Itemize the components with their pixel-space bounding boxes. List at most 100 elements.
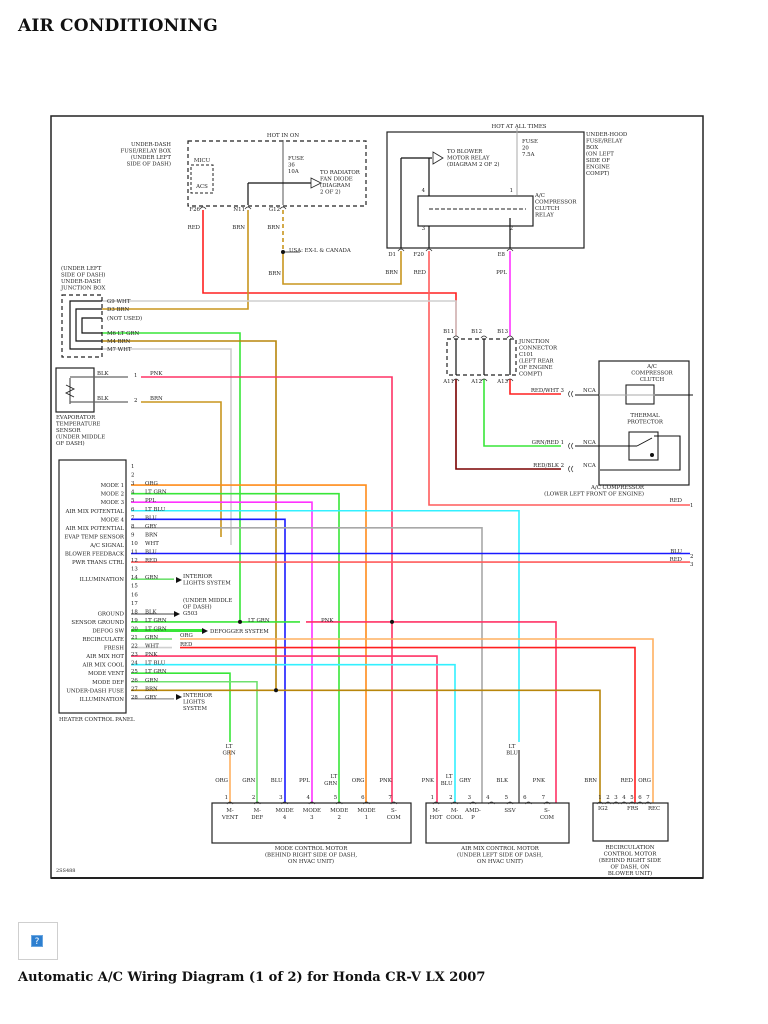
thermal-dot <box>650 453 654 457</box>
defogger-label: DEFOGGER SYSTEM <box>210 629 269 635</box>
heater-pin-wire: WHT <box>145 541 159 547</box>
mode-control-motor-wire-label: LT <box>330 774 337 780</box>
defogger-arrow-icon <box>202 628 208 634</box>
recirculation-motor-label: CONTROL MOTOR <box>604 852 658 858</box>
components-layer <box>55 128 693 844</box>
air-mix-control-motor-pin-num: 3 <box>468 795 472 801</box>
air-mix-control-motor-pin <box>525 801 532 805</box>
heater-pin-num: 24 <box>131 661 138 667</box>
air-mix-control-motor-pin-func: AMD- <box>464 808 481 814</box>
heater-pin-func: MODE DEF <box>92 680 124 686</box>
heater-pin-num: 9 <box>131 532 135 538</box>
heater-pin-wire: GRY <box>145 695 157 701</box>
wires-layer <box>102 210 690 803</box>
junction-connector-label: COMPT) <box>519 371 542 378</box>
junction-pin-label: M4 BRN <box>107 339 131 345</box>
heater-pin-num: 10 <box>131 541 138 547</box>
heater-pin-func: PWR TRANS CTRL <box>72 560 124 566</box>
heater-pin-num: 1 <box>131 464 134 470</box>
interior-lights-arrow-icon <box>176 577 182 583</box>
ac-clutch-relay-label: RELAY <box>535 213 554 219</box>
splice-brn <box>274 688 278 693</box>
wire-red-frs <box>180 646 636 803</box>
mode-control-motor-label: MODE CONTROL MOTOR <box>275 846 348 852</box>
diagram-id: 2SS488 <box>56 868 76 874</box>
relay-pin: 3 <box>422 226 426 232</box>
mode-splice-label: LT <box>226 744 233 750</box>
heater-pin-func: UNDER-DASH FUSE <box>66 688 124 694</box>
compressor-pin-wire: RED/BLK 2 <box>533 463 564 469</box>
heater-pin-wire: LT GRN <box>145 626 167 632</box>
heater-pin-num: 5 <box>131 498 135 504</box>
under-hood-box-label: FUSE/RELAY <box>586 139 623 145</box>
mode-control-motor-pin-func: 3 <box>310 815 314 821</box>
hot-in-on-label: HOT IN ON <box>267 133 299 139</box>
wire-wht-m7 <box>102 348 232 545</box>
mode-control-motor-pin-func: COM <box>387 815 402 821</box>
recirc-func-ig2: IG2 <box>598 806 608 812</box>
evap-sensor-label: (UNDER MIDDLE <box>56 434 105 441</box>
compressor-connector <box>568 442 574 450</box>
evap-sensor-label: EVAPORATOR <box>56 415 96 421</box>
splice-org-label: ORG <box>180 633 193 639</box>
heater-pin-func: MODE VENT <box>88 671 124 677</box>
junction-connector-label: C101 <box>519 352 533 358</box>
mode-control-motor-label: ON HVAC UNIT) <box>288 858 334 865</box>
junction-box-label: UNDER-DASH <box>61 279 101 285</box>
thermal-protector-label: PROTECTOR <box>627 420 664 426</box>
mode-control-motor-pin-func: 4 <box>283 815 287 821</box>
c101-bottom-pin: A12 <box>470 379 482 385</box>
ground-g503-label: (UNDER MIDDLE <box>183 597 232 604</box>
wire-brn-g12 <box>282 251 402 285</box>
junction-connector-label: (LEFT REAR <box>519 358 555 365</box>
offpage-wire-label: RED <box>670 557 683 563</box>
ground-g503-label: OF DASH) <box>183 604 212 611</box>
to-blower-label: TO BLOWER <box>447 149 483 155</box>
mode-control-motor-wire-label: GRN <box>242 778 255 784</box>
recirc-pin <box>628 801 636 805</box>
junction-box-label: SIDE OF DASH) <box>61 272 105 279</box>
air-mix-control-motor-pin <box>469 801 477 805</box>
heater-pin-wire: BLU <box>145 515 157 521</box>
interior-lights-label-2: INTERIOR <box>183 693 213 699</box>
mode-control-motor-pin <box>281 801 288 805</box>
air-mix-control-motor-pin-num: 7 <box>542 795 546 801</box>
heater-pin-func: BLOWER FEEDBACK <box>65 552 125 558</box>
fuse-box-pin <box>279 206 287 210</box>
wire-blu-mode4 <box>131 518 286 803</box>
heater-pin-num: 18 <box>131 609 138 615</box>
wire-ltblu-cool <box>131 663 456 803</box>
heater-pin-wire: LT GRN <box>145 618 167 624</box>
offpage-wire-label: BLU <box>670 549 682 555</box>
sensor-gnd-pnk-label: PNK <box>321 618 334 624</box>
evap-pin-num: 2 <box>134 398 137 404</box>
fuse-box-wire-label: RED <box>188 225 201 231</box>
air-mix-control-motor-pin-func: COM <box>540 815 555 821</box>
heater-pin-num: 15 <box>131 584 138 590</box>
sensor-gnd-ltgrn-label: LT GRN <box>248 618 270 624</box>
heater-pin-func: EVAP TEMP SENSOR <box>64 534 125 540</box>
compressor-connector <box>568 390 574 398</box>
heater-pin-func: SENSOR GROUND <box>71 620 124 626</box>
heater-pin-num: 25 <box>131 669 138 675</box>
heater-pin-func: MODE 1 <box>101 483 124 489</box>
fuse-box-terminal: G12 <box>269 207 280 213</box>
heater-pin-func: RECIRCULATE <box>82 637 124 643</box>
compressor-connector <box>568 465 574 473</box>
ac-compressor-label: A/C COMPRESSOR <box>590 485 645 491</box>
wire-brn-evap <box>141 401 222 537</box>
compressor-pin-wire: RED/WHT 3 <box>531 388 565 394</box>
heater-pin-func: MODE 4 <box>101 517 125 523</box>
compressor-clutch-label: COMPRESSOR <box>631 371 673 377</box>
evap-sensor-label: SENSOR <box>56 428 81 434</box>
air-mix-control-motor-pin-num: 5 <box>505 795 509 801</box>
acs-label: ACS <box>195 184 208 190</box>
under-hood-box-label: COMPT) <box>586 170 609 177</box>
offpage-wire-label: RED <box>670 498 683 504</box>
c101-pin <box>480 378 488 382</box>
wire-pnk-scom <box>306 621 557 803</box>
mode-control-motor-pin <box>308 801 316 805</box>
image-placeholder[interactable]: ? <box>18 922 58 960</box>
mode-control-motor-pin-func: MODE <box>275 808 293 814</box>
